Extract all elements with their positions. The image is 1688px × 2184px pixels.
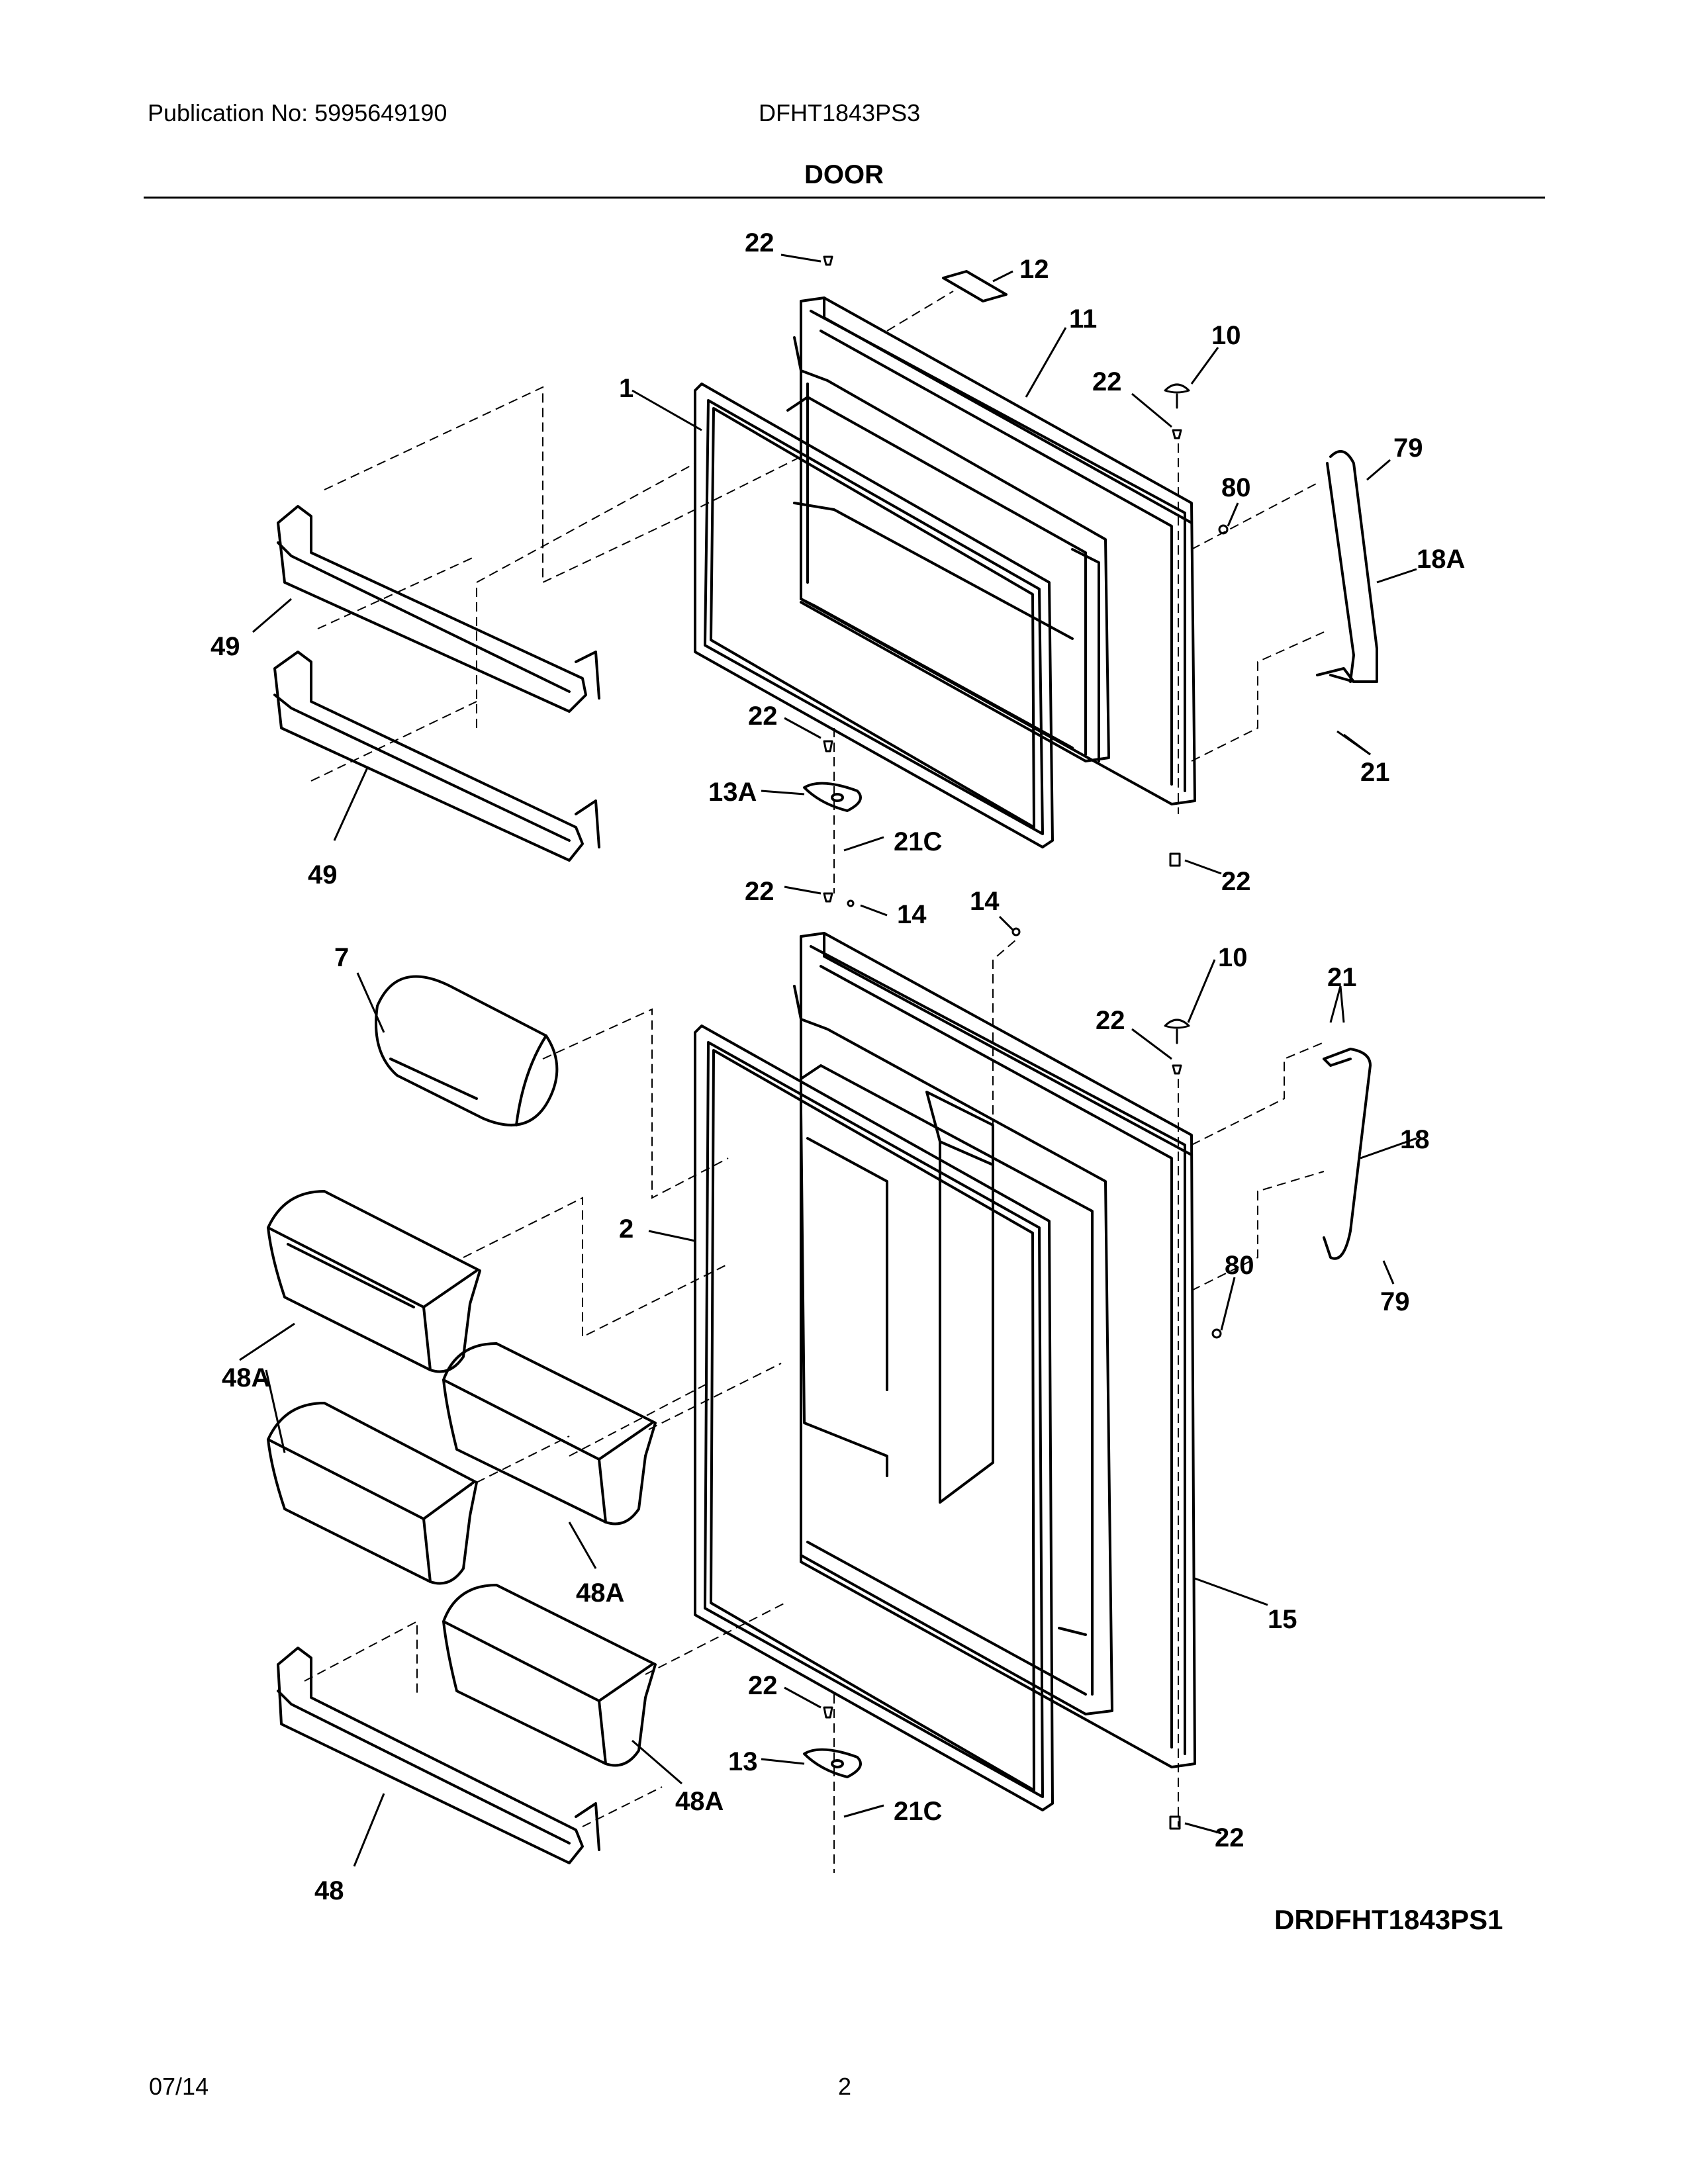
footer-date: 07/14	[149, 2073, 209, 2100]
publication-number: Publication No: 5995649190	[148, 99, 447, 126]
callout-10: 10	[1211, 321, 1241, 350]
callout-21c: 21C	[894, 827, 942, 856]
freezer-door-outer-panel	[800, 296, 1196, 805]
callout-80: 80	[1221, 473, 1251, 502]
callout-7: 7	[334, 943, 349, 972]
freezer-door-handle	[1316, 450, 1378, 683]
callout-22: 22	[1221, 867, 1251, 896]
door-shelf-rail-bottom	[277, 1647, 600, 1864]
model-number: DFHT1843PS3	[759, 99, 921, 126]
callout-21: 21	[1360, 758, 1390, 787]
door-bin-mid-right	[442, 1342, 657, 1525]
hardware-screws	[823, 255, 1229, 1830]
freezer-door-gasket	[694, 383, 1054, 848]
callout-49: 49	[211, 632, 240, 661]
callout-14: 14	[970, 887, 1000, 916]
header-rule	[144, 197, 1545, 199]
callout-1: 1	[619, 374, 633, 403]
callout-49: 49	[308, 860, 338, 889]
dairy-door-compartment	[375, 975, 559, 1126]
callout-18a: 18A	[1417, 545, 1465, 574]
callout-79: 79	[1380, 1287, 1410, 1316]
page-number: 2	[838, 2073, 852, 2100]
callout-22: 22	[745, 877, 774, 906]
callout-18: 18	[1400, 1125, 1430, 1154]
door-bin-mid-left	[267, 1402, 478, 1585]
callout-48a: 48A	[576, 1578, 624, 1608]
fresh-food-door-inner-liner	[793, 985, 1113, 1715]
door-bin-bottom-right	[442, 1584, 657, 1767]
leader-lines	[239, 253, 1417, 1867]
callout-13a: 13A	[708, 778, 757, 807]
callout-10: 10	[1218, 943, 1248, 972]
callout-80: 80	[1225, 1251, 1254, 1280]
callout-22: 22	[748, 1671, 778, 1700]
fresh-food-door-outer-panel	[800, 932, 1196, 1768]
freezer-top-cover-12	[942, 270, 1008, 302]
callout-79: 79	[1393, 433, 1423, 463]
callout-13: 13	[728, 1747, 758, 1776]
callout-48: 48	[314, 1876, 344, 1905]
door-bin-top-left	[267, 1190, 481, 1373]
callout-22: 22	[1215, 1823, 1244, 1852]
diagram-code: DRDFHT1843PS1	[1274, 1904, 1503, 1935]
callout-22: 22	[1096, 1006, 1125, 1035]
section-title: DOOR	[804, 160, 884, 189]
fresh-food-door-gasket	[694, 1024, 1054, 1811]
callout-21c: 21C	[894, 1797, 942, 1826]
freezer-hinge	[803, 782, 862, 812]
callout-22: 22	[748, 702, 778, 731]
fresh-food-door-handle	[1323, 1048, 1372, 1260]
callout-48a: 48A	[222, 1363, 270, 1392]
callout-22: 22	[745, 228, 774, 257]
fresh-food-hinge	[803, 1748, 862, 1778]
callout-12: 12	[1019, 255, 1049, 284]
callout-14: 14	[897, 900, 927, 929]
callout-2: 2	[619, 1214, 633, 1244]
freezer-door-shelf-rail-lower	[273, 651, 600, 862]
callout-11: 11	[1069, 304, 1097, 334]
assembly-lines	[304, 291, 1325, 1873]
freezer-door-shelf-rail-upper	[277, 505, 600, 713]
callout-48a: 48A	[675, 1787, 724, 1816]
callout-22: 22	[1092, 367, 1122, 396]
callout-15: 15	[1268, 1605, 1297, 1634]
callout-21: 21	[1327, 963, 1357, 992]
freezer-door-inner-liner	[786, 336, 1110, 762]
